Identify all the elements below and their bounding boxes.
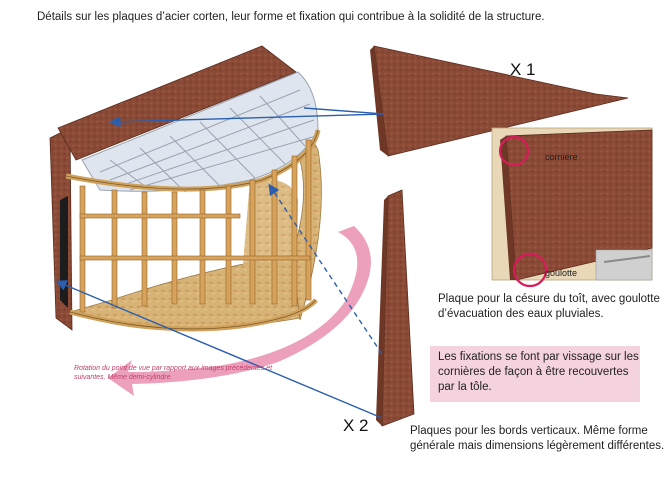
corten-roof-plate	[57, 45, 297, 161]
arrow-x2-to-wall	[55, 280, 383, 419]
wall-studs	[79, 139, 312, 313]
label-x1: X 1	[510, 60, 536, 79]
label-corniere: cornière	[545, 152, 578, 162]
goulotte-highlight-circle	[512, 252, 548, 288]
fixings-highlight-box	[430, 346, 640, 402]
corten-back-wall	[49, 127, 73, 331]
bottom-ring-beam	[69, 298, 318, 332]
arrow-x1-to-roof	[109, 113, 385, 128]
fixings-description: Les fixations se font par vissage sur le…	[438, 351, 639, 393]
roof-joists	[81, 71, 319, 193]
arrow-x1-second	[303, 107, 385, 115]
page-title: Détails sur les plaques d’acier corten, …	[37, 11, 545, 23]
label-goulotte: goulotte	[545, 268, 578, 278]
blue-arrows	[55, 107, 385, 419]
corten-plate-x2	[376, 189, 415, 427]
rotation-note: Rotation du point de vue par rapport aux…	[74, 365, 273, 381]
rotation-arrow	[108, 226, 371, 396]
edge-plates-description: Plaques pour les bords verticaux. Même f…	[410, 425, 665, 452]
corniere-highlight-circle	[498, 135, 530, 167]
label-x2: X 2	[343, 416, 369, 435]
corten-plate-x1	[370, 45, 629, 157]
arrow-x2-dashed	[268, 183, 383, 355]
roof-plate-description: Plaque pour la césure du toît, avec goul…	[438, 293, 660, 320]
detail-inset	[491, 127, 653, 281]
